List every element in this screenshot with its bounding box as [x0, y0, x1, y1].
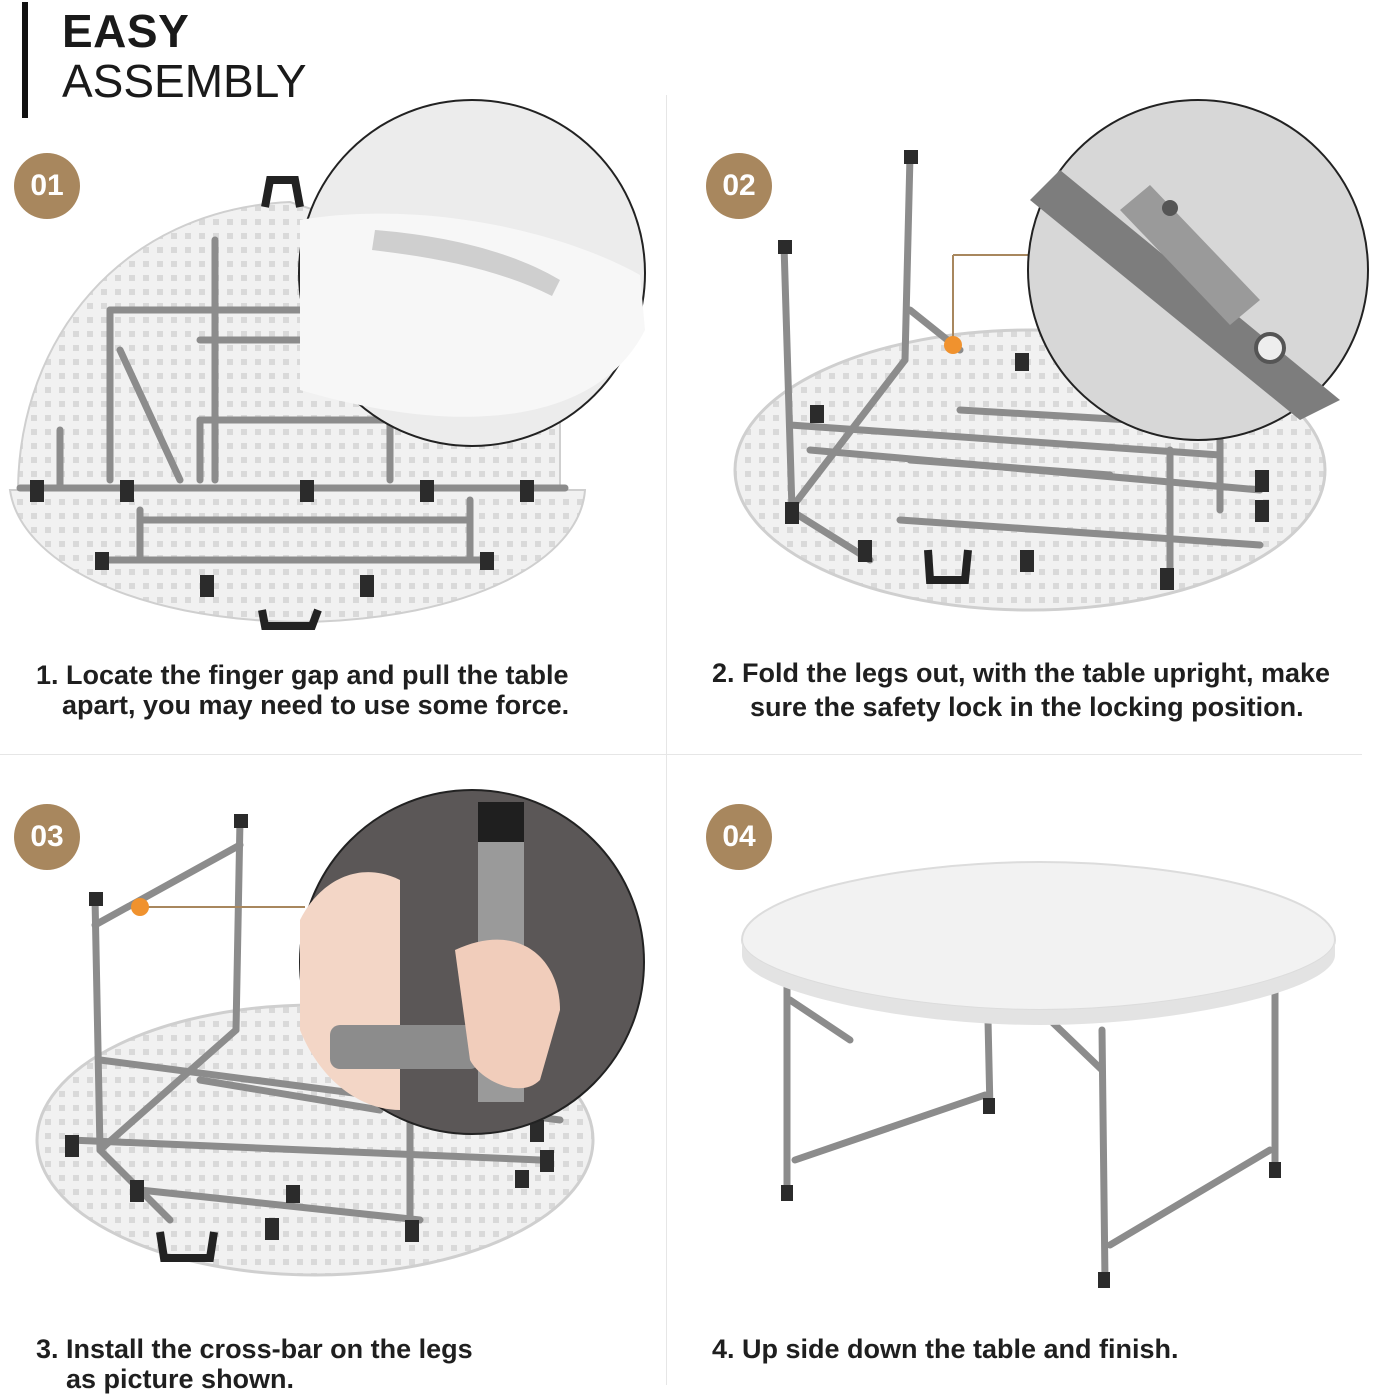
step-3-illustration	[35, 789, 645, 1277]
step-2-illustration	[733, 99, 1369, 612]
step-2-caption-line-1: 2. Fold the legs out, with the table upr…	[712, 658, 1331, 688]
step-4-illustration	[740, 860, 1337, 1288]
page-title-light: ASSEMBLY	[62, 55, 307, 107]
step-1-caption: 1. Locate the finger gap and pull the ta…	[36, 660, 569, 720]
vertical-divider	[666, 95, 667, 1385]
step-2-badge: 02	[706, 153, 772, 219]
step-3-caption: 3. Install the cross-bar on the legs as …	[36, 1334, 473, 1394]
page-title-bold: EASY	[62, 5, 190, 57]
step-3-caption-line-1: 3. Install the cross-bar on the legs	[36, 1334, 473, 1364]
step-4-badge: 04	[706, 804, 772, 870]
horizontal-divider	[0, 754, 1362, 755]
step-1-badge: 01	[14, 153, 80, 219]
title-accent-bar	[22, 2, 28, 118]
step-1-illustration	[8, 99, 646, 630]
step-3-caption-line-2: as picture shown.	[66, 1364, 295, 1394]
step-4-caption-line-1: 4. Up side down the table and finish.	[712, 1334, 1179, 1364]
step-1-caption-line-2: apart, you may need to use some force.	[62, 690, 570, 720]
step-4-caption: 4. Up side down the table and finish.	[712, 1334, 1179, 1364]
step-2-caption: 2. Fold the legs out, with the table upr…	[712, 658, 1330, 722]
step-1-caption-line-1: 1. Locate the finger gap and pull the ta…	[36, 660, 569, 690]
step-2-caption-line-2: sure the safety lock in the locking posi…	[750, 692, 1304, 722]
step-3-badge: 03	[14, 804, 80, 870]
